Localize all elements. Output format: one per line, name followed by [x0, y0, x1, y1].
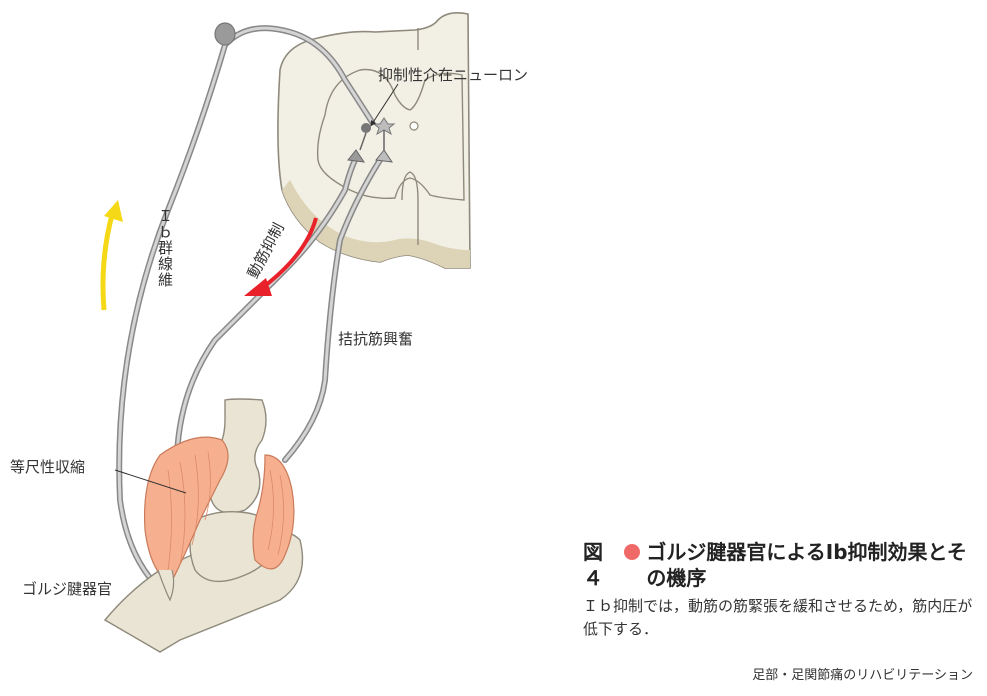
interneuron-left: [361, 123, 371, 133]
agonist-muscle: [143, 436, 229, 586]
leader-interneuron: [370, 83, 399, 127]
label-golgi-tendon-organ: ゴルジ腱器官: [22, 580, 113, 598]
motor-neuron-antagonist: [375, 149, 394, 163]
red-arrow-head: [244, 278, 272, 296]
figure-caption: 図４ ゴルジ腱器官によるIb抑制効果とその機序 Ｉｂ抑制では，動筋の筋緊張を緩和…: [583, 539, 983, 641]
gray-matter: [316, 68, 465, 201]
caption-description: Ｉｂ抑制では，動筋の筋緊張を緩和させるため，筋内圧が低下する．: [583, 597, 973, 638]
central-canal: [409, 121, 419, 131]
caption-title: ゴルジ腱器官によるIb抑制効果とその機序: [646, 540, 967, 590]
label-inhibitory-interneuron: 抑制性介在ニューロン: [378, 66, 529, 84]
golgi-organ-shape: [157, 569, 175, 602]
label-antagonist-excitation: 拮抗筋興奮: [338, 330, 414, 348]
caption-title-row: 図４ ゴルジ腱器官によるIb抑制効果とその機序: [583, 539, 983, 591]
label-ib-fiber: Ｉｂ群線維: [156, 208, 174, 288]
limb: [103, 398, 304, 653]
ib-afferent-fiber-core: [117, 26, 374, 594]
footer-book-title: 足部・足関節痛のリハビリテーション: [752, 668, 973, 683]
caption-dot-icon: [624, 544, 641, 560]
dorsal-root-ganglion: [214, 22, 236, 46]
figure-number: 図４: [583, 540, 603, 590]
muscle-fibers: [167, 451, 284, 571]
spinal-cord-lower-edge: [282, 180, 470, 268]
yellow-arrow-head: [104, 200, 123, 222]
motor-neuron-agonist: [347, 149, 366, 163]
central-groove: [401, 171, 419, 245]
spinal-cord: [277, 12, 471, 269]
antagonist-motor-fiber-core: [283, 158, 382, 462]
yellow-arrow-shaft: [100, 214, 115, 311]
label-isometric-contraction: 等尺性収縮: [10, 458, 86, 476]
red-arrow-shaft: [260, 217, 318, 290]
neurons: [347, 117, 396, 163]
leader-isometric: [114, 469, 187, 494]
